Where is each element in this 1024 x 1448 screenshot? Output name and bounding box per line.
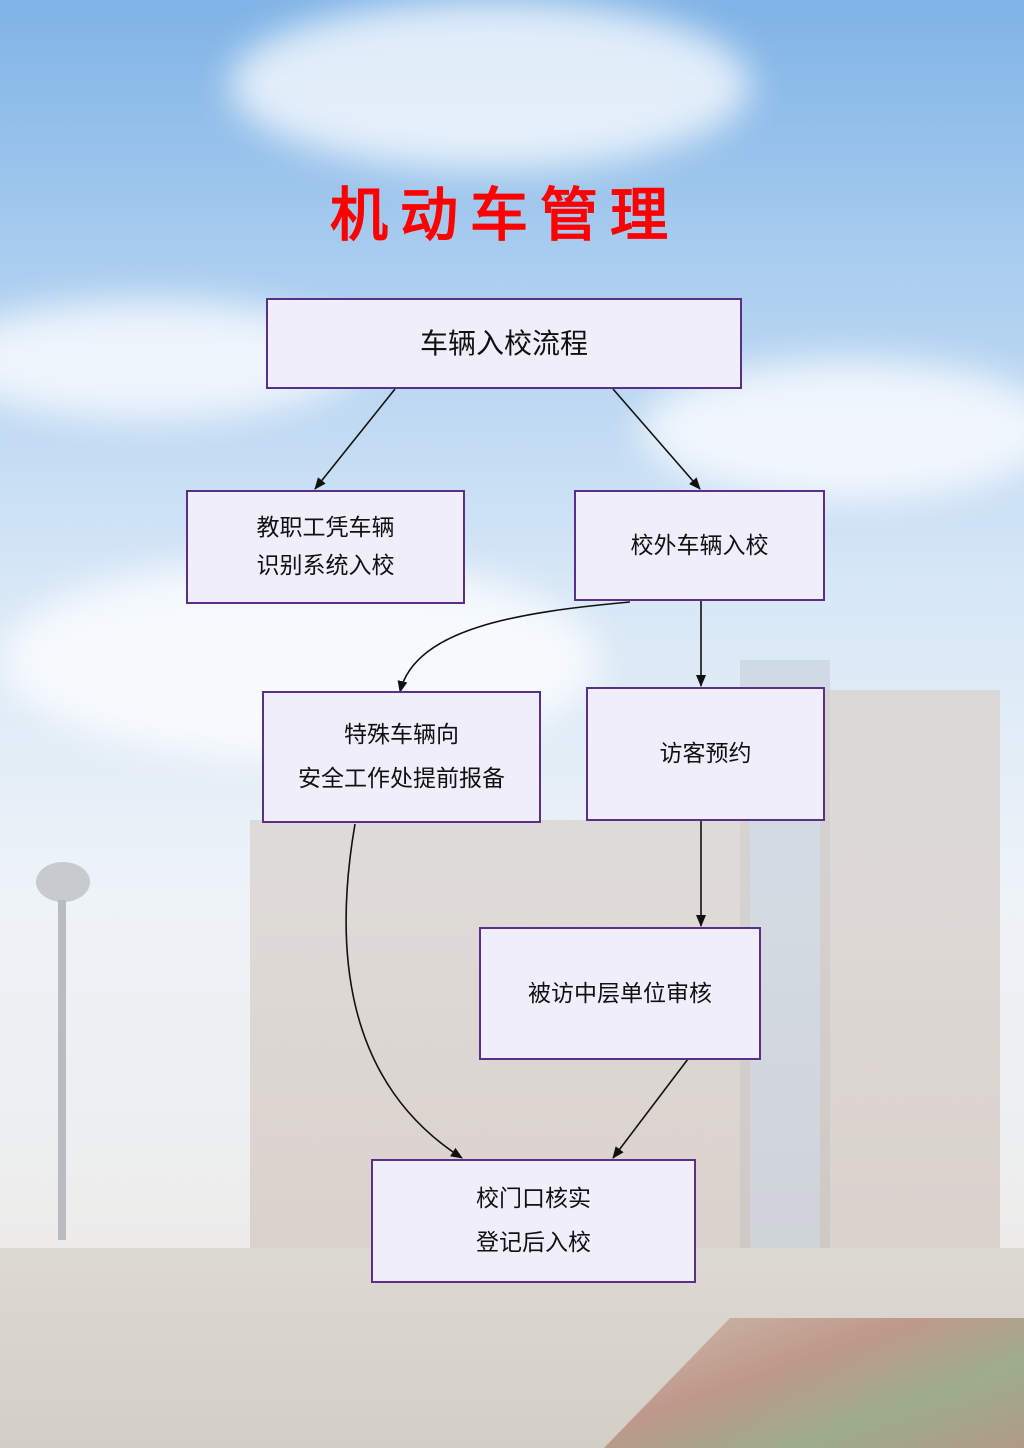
node-vehicle-entry-process: 车辆入校流程 — [266, 298, 742, 389]
node-label: 校门口核实 — [476, 1186, 591, 1212]
node-label: 校外车辆入校 — [630, 532, 769, 559]
node-label: 识别系统入校 — [256, 553, 395, 579]
node-label: 登记后入校 — [476, 1230, 591, 1256]
node-external-vehicle: 校外车辆入校 — [574, 490, 825, 601]
node-label: 教职工凭车辆 — [256, 515, 395, 541]
arrow-review-to-gate — [612, 1058, 689, 1159]
node-label: 车辆入校流程 — [419, 326, 588, 360]
arrow-special-to-gate — [345, 823, 463, 1159]
page-title: 机动车管理 — [329, 181, 680, 249]
node-label: 安全工作处提前报备 — [298, 766, 505, 792]
arrow-start-to-staff — [314, 388, 396, 490]
node-gate-verification: 校门口核实 登记后入校 — [371, 1159, 696, 1283]
node-label: 特殊车辆向 — [344, 722, 459, 748]
arrow-external-to-special — [397, 601, 631, 693]
arrow-start-to-external — [612, 388, 701, 490]
node-label: 访客预约 — [659, 741, 752, 767]
node-staff-entry: 教职工凭车辆 识别系统入校 — [186, 490, 465, 604]
node-label: 被访中层单位审核 — [528, 980, 712, 1007]
node-visitor-booking: 访客预约 — [586, 687, 825, 821]
node-special-vehicle: 特殊车辆向 安全工作处提前报备 — [262, 691, 541, 823]
node-department-review: 被访中层单位审核 — [479, 927, 761, 1060]
